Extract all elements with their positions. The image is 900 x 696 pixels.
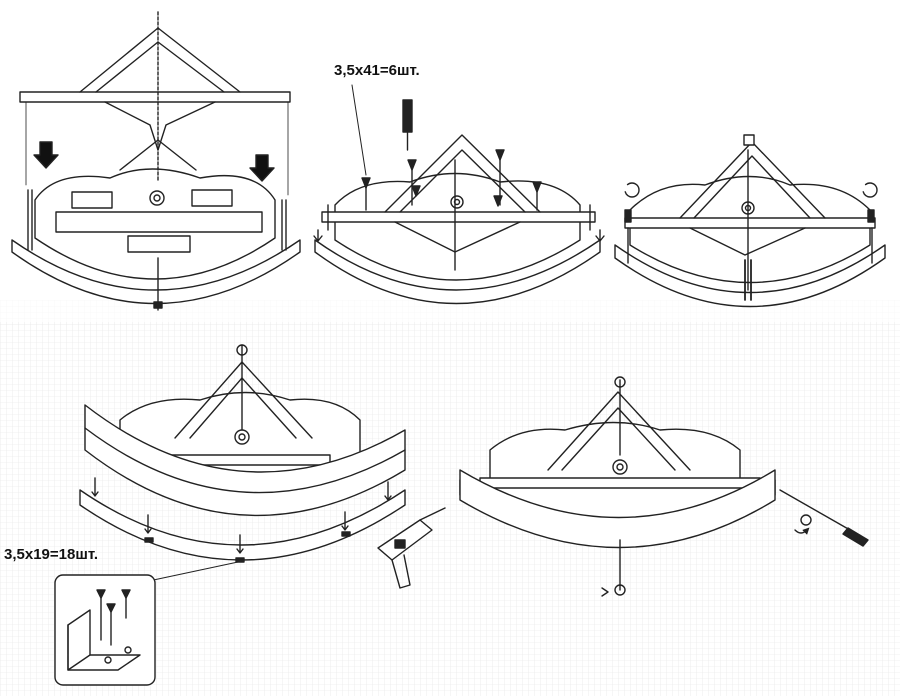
panel [55,211,263,233]
drain [149,190,165,206]
tub-base [79,489,406,561]
tub-base [314,239,601,305]
step-2 [313,84,605,305]
panel [71,191,113,209]
frame-bar [321,211,596,223]
screwdriver-icon [779,489,869,547]
panel [127,235,191,253]
tub-base [11,239,301,305]
screw-icon [91,477,392,563]
rotate-icon [624,182,640,198]
down-arrow-icon [595,229,605,242]
bracket-inset [54,574,156,686]
frame-bar [19,91,291,103]
tub-base [614,244,886,308]
screw-long-label: 3,5x41=6шт. [334,62,420,79]
rotate-icon [862,182,878,198]
step-3 [614,134,886,308]
step-4 [79,344,406,586]
screw-icon [96,589,131,613]
drill-icon [377,507,446,589]
front-panel [459,469,776,549]
step-1 [11,11,301,311]
screwdriver-icon [402,99,413,133]
down-arrow-icon [313,229,323,242]
down-arrow-icon [33,141,59,169]
front-panel [84,404,406,517]
rotate-icon [800,514,812,526]
step-5 [377,376,869,597]
down-arrow-icon [249,154,275,182]
panel [191,189,233,207]
frame-bar [624,217,876,229]
screw-short-label: 3,5x19=18шт. [4,546,99,563]
